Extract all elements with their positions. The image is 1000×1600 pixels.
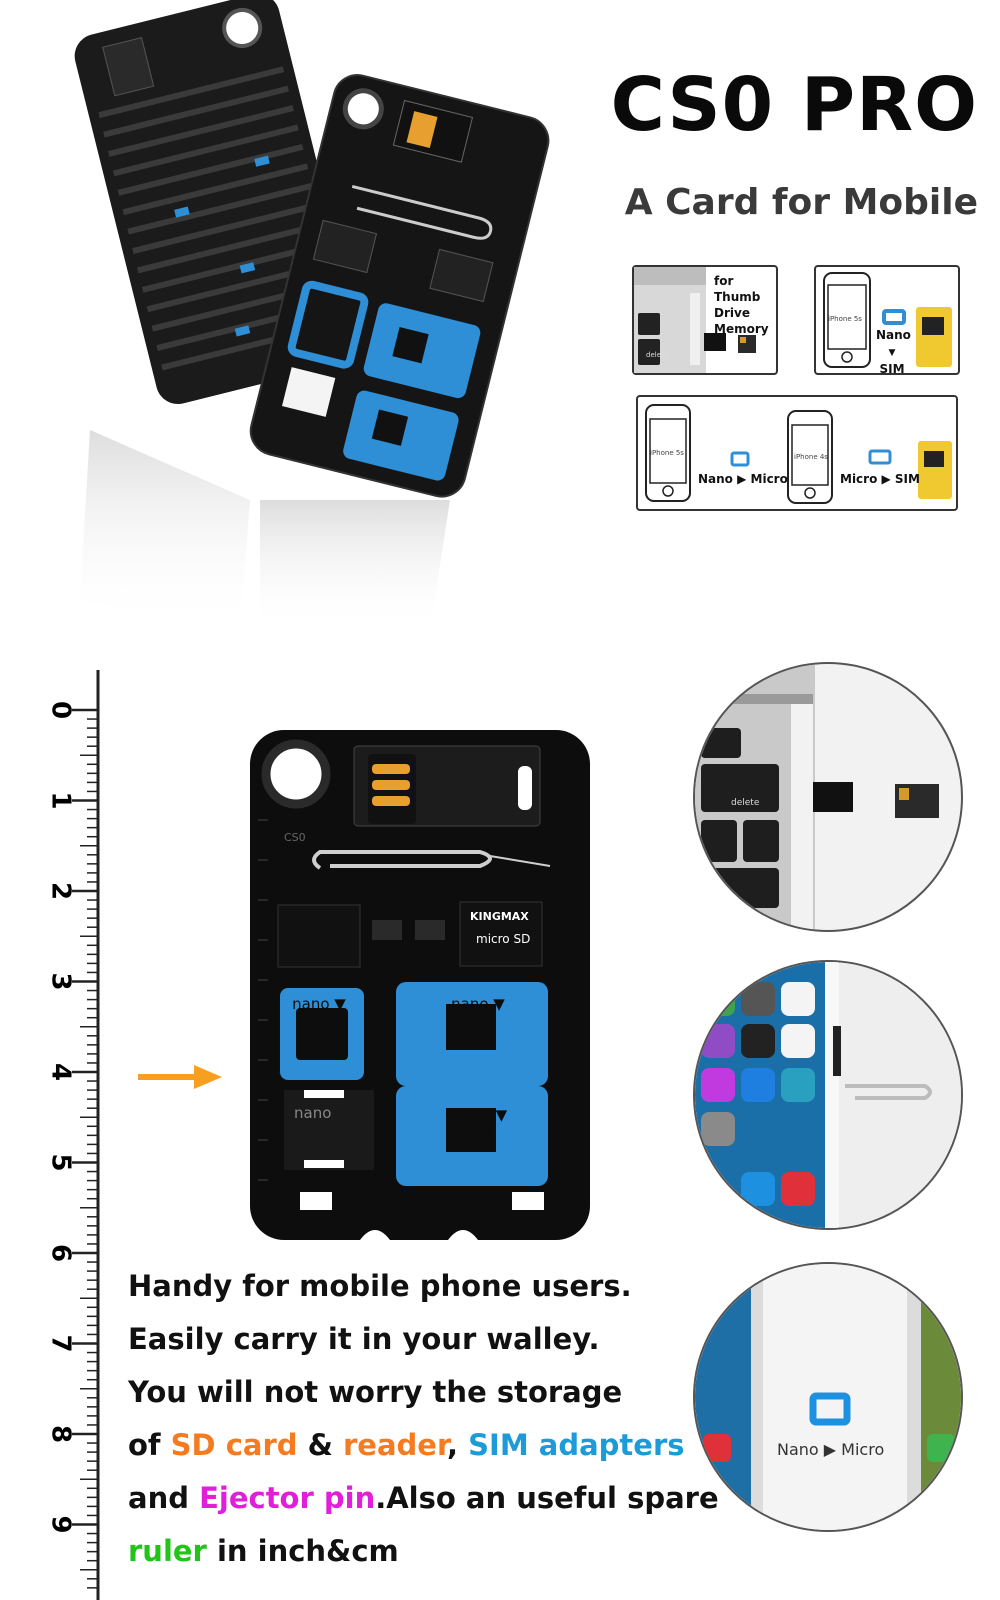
feature-thumb-drive: for Thumb Drive Memory delete: [632, 265, 778, 375]
ruler-number: 2: [46, 882, 76, 900]
thumb-line1: for Thumb: [714, 274, 761, 304]
card-slot-micro-sim: micro ▼ SIM: [448, 1106, 508, 1142]
chain-phone2-label: iPhone 4s: [794, 453, 828, 461]
feature-nano-sim: iPhone 5s Nano ▼ SIM: [814, 265, 960, 376]
laptop-delete-key: delete: [731, 798, 760, 808]
chain-step1: Nano ▶ Micro: [698, 472, 788, 486]
circle-laptop-usb: delete: [693, 662, 963, 932]
blurb-line6: ruler in inch&cm: [128, 1534, 399, 1568]
highlight-ruler: ruler: [128, 1534, 207, 1568]
ruler-number: 9: [46, 1515, 76, 1533]
nano-sim-arrow: ▼: [888, 348, 896, 358]
chain-phone1-label: iPhone 5s: [650, 449, 684, 457]
hero-product-photo: [74, 0, 550, 630]
thumb-line3: Memory: [714, 322, 769, 336]
phone-sim-illustration: [823, 272, 952, 368]
highlight-sim-adapters: SIM adapters: [468, 1428, 685, 1462]
ruler-number: 6: [46, 1244, 76, 1262]
nano-micro-detail: [695, 1264, 961, 1530]
blurb-line3: You will not worry the storage: [128, 1375, 623, 1409]
chain-step2: Micro ▶ SIM: [840, 472, 920, 486]
circle-nano-micro: Nano ▶ Micro: [693, 1262, 963, 1532]
highlight-reader: reader: [343, 1428, 448, 1462]
ruler: 0 1 2 3 4 5 6 7 8 9: [46, 670, 100, 1600]
circle-phone-ejector: [693, 960, 963, 1230]
highlight-ejector-pin: Ejector pin: [199, 1481, 376, 1515]
ruler-number: 3: [46, 972, 76, 990]
ruler-number: 8: [46, 1425, 76, 1443]
ruler-number: 5: [46, 1153, 76, 1171]
ruler-number: 7: [46, 1334, 76, 1352]
page-subtitle: A Card for Mobile: [624, 182, 978, 223]
description-text: Handy for mobile phone users. Easily car…: [128, 1260, 728, 1578]
phone-ejector-detail: [695, 962, 961, 1228]
thumb-line2: Drive: [714, 306, 750, 320]
card-slot-nano: nano: [294, 1104, 332, 1122]
blurb-line5: and Ejector pin.Also an useful spare: [128, 1481, 719, 1515]
nano-micro-label: Nano ▶ Micro: [777, 1440, 885, 1459]
pointer-arrow-icon: [138, 1065, 222, 1089]
highlight-sd-card: SD card: [170, 1428, 298, 1462]
nano-sim-phone-label: iPhone 5s: [828, 315, 862, 323]
laptop-usb-illustration: [634, 267, 756, 373]
page-title: CS0 PRO: [610, 62, 978, 148]
laptop-usb-detail: [695, 664, 939, 930]
card-slot-nano-sim: nano ▼ SIM: [451, 995, 505, 1031]
card-brand: CS0: [284, 831, 306, 844]
card-sd-label: micro SD: [476, 932, 531, 946]
blurb-line1: Handy for mobile phone users.: [128, 1269, 632, 1303]
sim-chain-illustration: [645, 404, 952, 504]
card-front-view: [250, 730, 590, 1240]
nano-sim-from: Nano: [876, 328, 911, 342]
card-sd-brand: KINGMAX: [470, 910, 529, 923]
ruler-number: 0: [46, 701, 76, 719]
card-slot-nano-micro: nano ▼ micro: [292, 995, 346, 1031]
nano-sim-to: SIM: [879, 362, 905, 376]
ruler-number: 4: [46, 1063, 76, 1081]
blurb-line2: Easily carry it in your walley.: [128, 1322, 600, 1356]
blurb-line4: of SD card & reader, SIM adapters: [128, 1428, 685, 1462]
ruler-number: 1: [46, 791, 76, 809]
delete-key-label: delete: [646, 351, 669, 359]
feature-sim-chain: iPhone 5s Nano ▶ Micro iPhone 4s Micro ▶…: [636, 395, 958, 511]
